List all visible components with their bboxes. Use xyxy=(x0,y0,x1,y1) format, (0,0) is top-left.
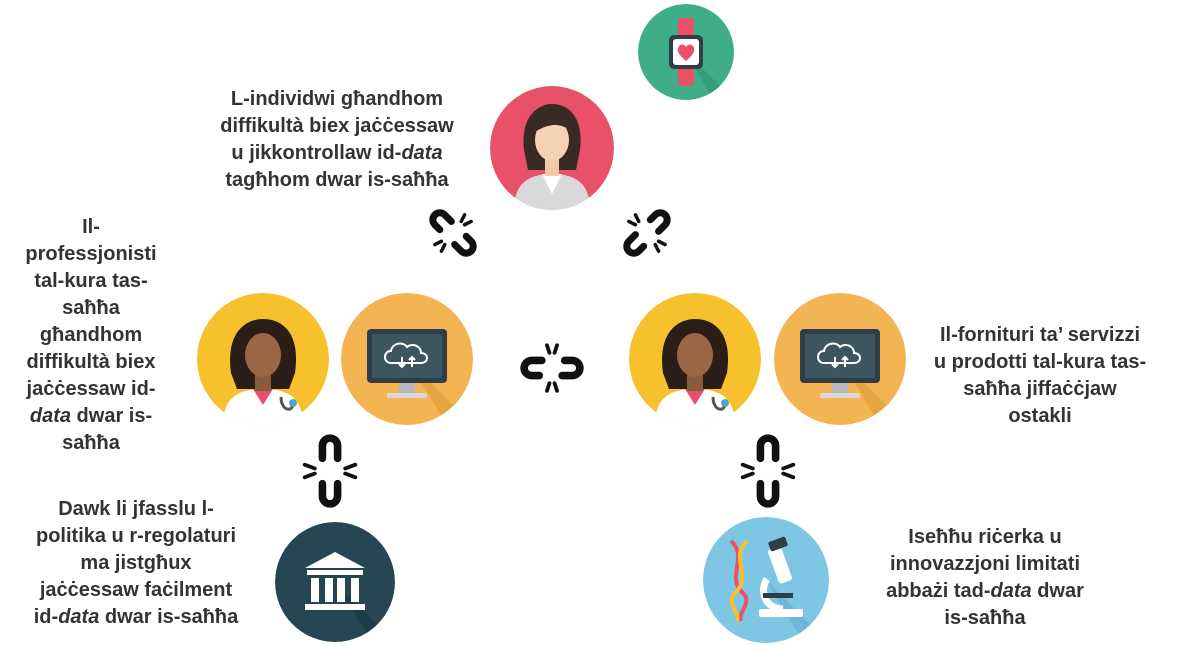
caption-line: tal-kura tas- xyxy=(6,268,176,295)
broken-chain-link-icon xyxy=(302,434,358,508)
caption-italic-word: data xyxy=(401,142,443,164)
caption-line: ostakli xyxy=(900,403,1179,430)
broken-chain-link-icon xyxy=(740,434,796,508)
doctor-avatar-icon xyxy=(197,293,329,425)
bottom-right-caption: Iseħħu riċerka u innovazzjoni limitati abb… xyxy=(842,524,1128,632)
caption-text: dwar is- xyxy=(70,405,153,427)
caption-text: għandhom xyxy=(39,324,143,346)
caption-text: id- xyxy=(33,606,59,628)
caption-text: Iseħħu riċerka u xyxy=(908,526,1062,548)
caption-italic-word: data xyxy=(58,606,100,628)
caption-text: ostakli xyxy=(1008,405,1072,427)
caption-line: diffikultà biex jaċċessaw xyxy=(182,113,492,140)
caption-line: data dwar is- xyxy=(6,403,176,430)
caption-line: politika u r-regolaturi xyxy=(0,523,272,550)
caption-line: professjonisti xyxy=(6,241,176,268)
bottom-left-caption: Dawk li jfasslu l-politika u r-regolatur… xyxy=(0,496,272,631)
caption-line: saħħa jiffaċċjaw xyxy=(900,376,1179,403)
caption-text: diffikultà biex jaċċessaw xyxy=(220,115,454,137)
cloud-computer-icon-right xyxy=(774,293,906,425)
top-caption: L-individwi għandhom diffikultà biex jaċċ… xyxy=(182,86,492,194)
caption-text: abbażi tad- xyxy=(886,580,991,602)
caption-line: id-data dwar is-saħħa xyxy=(0,604,272,631)
doctor-avatar-icon-right xyxy=(629,293,761,425)
caption-line: Dawk li jfasslu l- xyxy=(0,496,272,523)
caption-line: diffikultà biex xyxy=(6,349,176,376)
caption-line: ma jistgħux xyxy=(0,550,272,577)
caption-text: jaċċessaw faċilment xyxy=(39,579,233,601)
caption-line: abbażi tad-data dwar xyxy=(842,578,1128,605)
caption-line: L-individwi għandhom xyxy=(182,86,492,113)
caption-line: innovazzjoni limitati xyxy=(842,551,1128,578)
caption-text: jaċċessaw id- xyxy=(26,378,156,400)
caption-line: u prodotti tal-kura tas- xyxy=(900,349,1179,376)
caption-text: Il- xyxy=(82,216,100,238)
caption-line: is-saħħa xyxy=(842,605,1128,632)
caption-italic-word: data xyxy=(29,405,71,427)
caption-text: tagħhom dwar is-saħħa xyxy=(225,169,449,191)
caption-line: Il-fornituri ta’ servizzi xyxy=(900,322,1179,349)
smartwatch-heart-icon xyxy=(638,4,734,100)
caption-italic-word: data xyxy=(990,580,1032,602)
broken-chain-link-icon xyxy=(520,343,584,393)
caption-line: tagħhom dwar is-saħħa xyxy=(182,167,492,194)
right-caption: Il-fornituri ta’ servizzi u prodotti tal-… xyxy=(900,322,1179,430)
caption-text: professjonisti xyxy=(25,243,157,265)
caption-line: jaċċessaw id- xyxy=(6,376,176,403)
broken-chain-link-icon xyxy=(429,209,477,257)
woman-avatar-icon xyxy=(490,86,614,210)
caption-text: is-saħħa xyxy=(944,607,1026,629)
caption-text: politika u r-regolaturi xyxy=(35,525,237,547)
caption-text: saħħa jiffaċċjaw xyxy=(963,378,1117,400)
caption-text: u jikkontrollaw id- xyxy=(231,142,402,164)
caption-text: saħħa xyxy=(62,432,120,454)
caption-text: u prodotti tal-kura tas- xyxy=(933,351,1147,373)
caption-line: jaċċessaw faċilment xyxy=(0,577,272,604)
left-caption: Il-professjonisti tal-kura tas-saħħa għand… xyxy=(6,214,176,457)
caption-line: Iseħħu riċerka u xyxy=(842,524,1128,551)
caption-line: saħħa xyxy=(6,430,176,457)
caption-text: dwar xyxy=(1031,580,1084,602)
caption-text: tal-kura tas- xyxy=(34,270,148,292)
broken-chain-link-icon xyxy=(623,209,671,257)
caption-line: Il- xyxy=(6,214,176,241)
caption-line: saħħa xyxy=(6,295,176,322)
caption-line: u jikkontrollaw id-data xyxy=(182,140,492,167)
caption-text: dwar is-saħħa xyxy=(99,606,239,628)
caption-text: ma jistgħux xyxy=(80,552,192,574)
caption-text: innovazzjoni limitati xyxy=(889,553,1080,575)
government-building-icon xyxy=(275,522,395,642)
cloud-computer-icon xyxy=(341,293,473,425)
caption-line: għandhom xyxy=(6,322,176,349)
caption-text: L-individwi għandhom xyxy=(230,88,444,110)
microscope-dna-icon xyxy=(703,517,829,643)
caption-text: Dawk li jfasslu l- xyxy=(58,498,214,520)
caption-text: Il-fornituri ta’ servizzi xyxy=(939,324,1141,346)
caption-text: saħħa xyxy=(62,297,120,319)
caption-text: diffikultà biex xyxy=(26,351,156,373)
